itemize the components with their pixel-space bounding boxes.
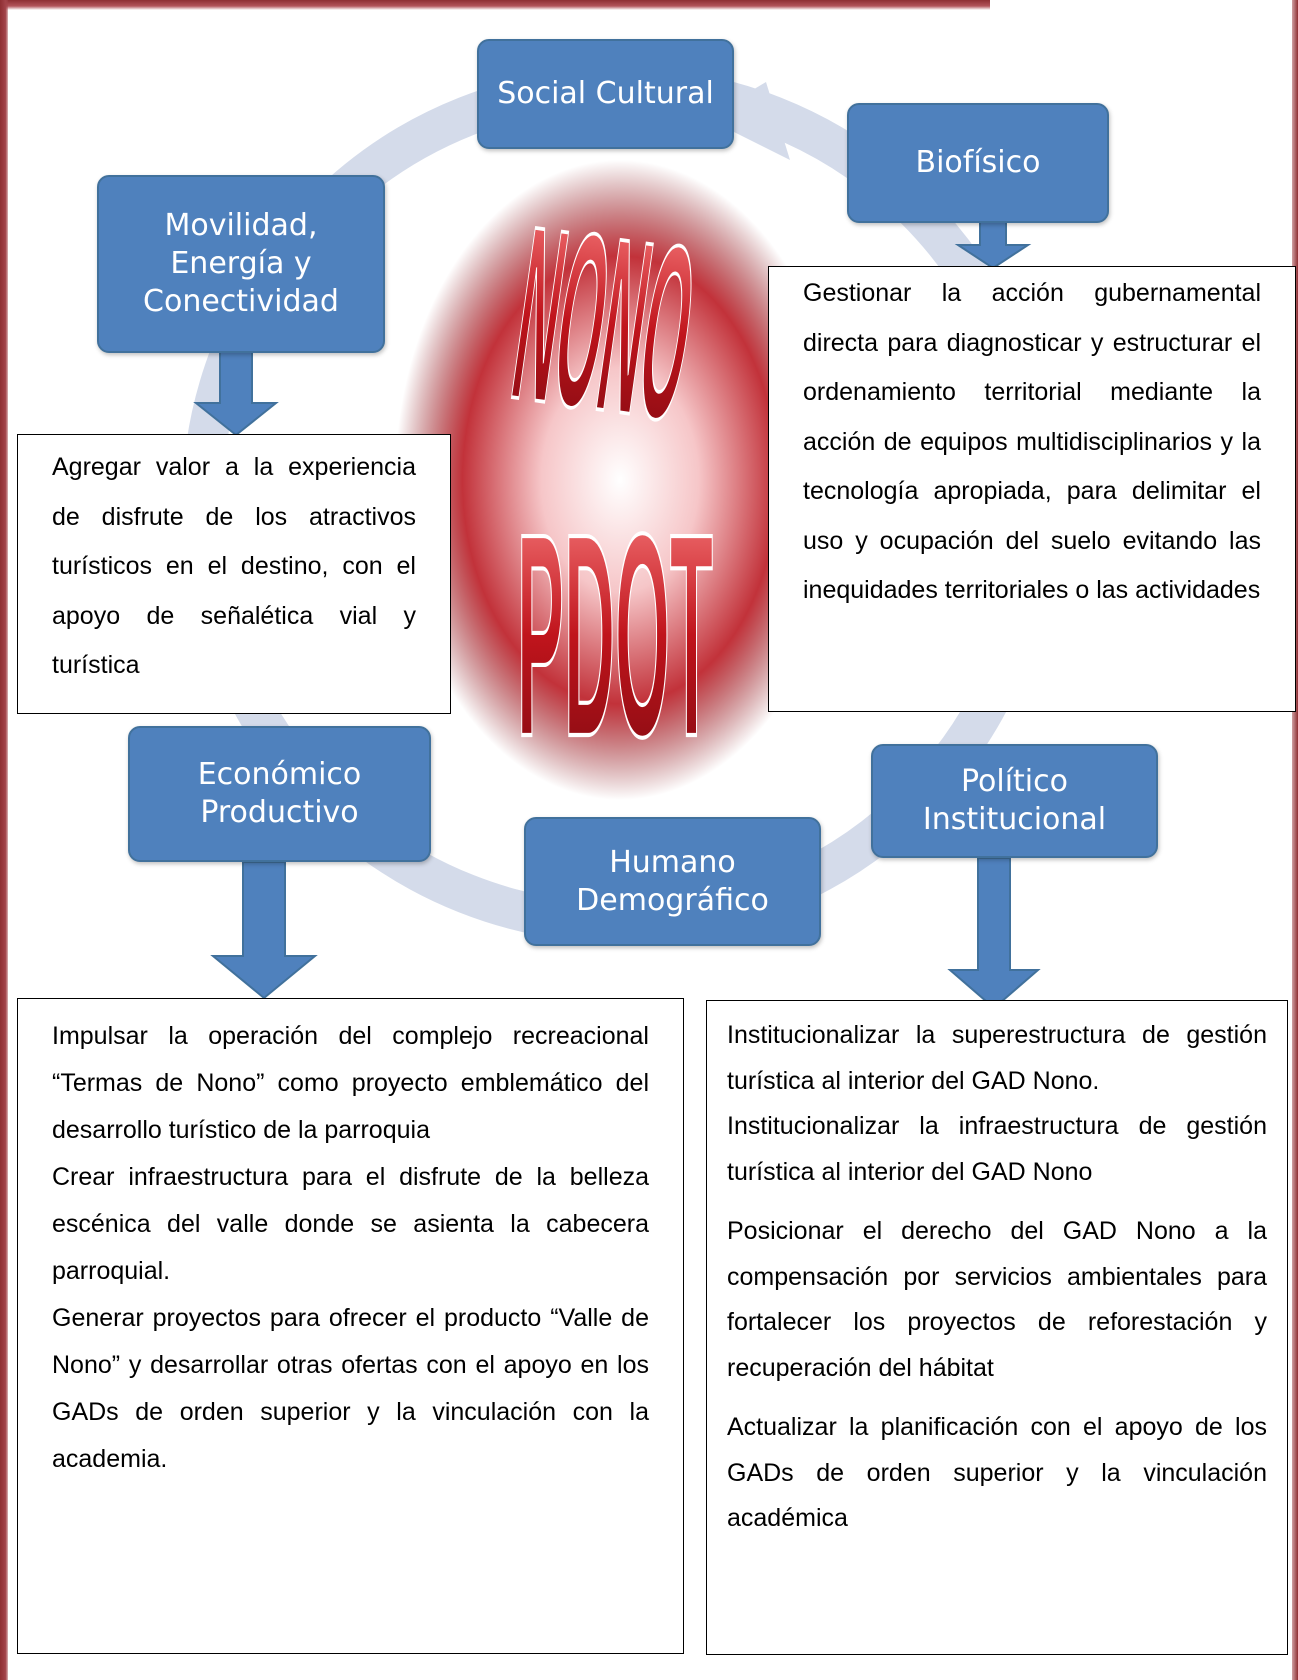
politico-item: Institucionalizar la infraestructura de … xyxy=(727,1112,1267,1186)
politico-item: Posicionar el derecho del GAD Nono a la … xyxy=(727,1217,1267,1382)
arrow-down-movilidad xyxy=(193,351,279,437)
arrow-down-politico xyxy=(947,857,1041,1010)
node-movilidad: Movilidad, Energía y Conectividad xyxy=(97,175,385,353)
logo-word-nono: NONO xyxy=(500,175,708,473)
logo-pdot-group: PDOT xyxy=(516,473,714,798)
economico-item: Impulsar la operación del complejo recre… xyxy=(52,1022,649,1144)
page-frame-top xyxy=(0,0,990,10)
box-economico: Impulsar la operación del complejo recre… xyxy=(17,998,684,1654)
economico-item: Generar proyectos para ofrecer el produc… xyxy=(52,1304,649,1473)
node-biofisico: Biofísico xyxy=(847,103,1109,223)
logo-nono-group: NONO xyxy=(499,175,709,475)
node-humano-label: Humano Demográfico xyxy=(576,844,769,918)
page-frame-right xyxy=(1292,0,1298,1680)
politico-item: Actualizar la planificación con el apoyo… xyxy=(727,1413,1267,1532)
box-movilidad: Agregar valor a la experiencia de disfru… xyxy=(17,434,451,714)
box-biofisico: Gestionar la acción gubernamental direct… xyxy=(768,266,1296,712)
arrow-down-biofisico xyxy=(954,221,1032,270)
node-humano: Humano Demográfico xyxy=(524,817,821,946)
box-politico: Institucionalizar la superestructura de … xyxy=(706,1000,1288,1655)
node-economico-label: Económico Productivo xyxy=(197,757,362,830)
node-politico-label: Político Institucional xyxy=(922,764,1107,837)
cycle-arrowhead xyxy=(706,82,790,160)
page-frame-left xyxy=(0,0,8,1680)
node-economico: Económico Productivo xyxy=(128,726,431,862)
nono-pdot-logo: NONO PDOT xyxy=(395,160,845,800)
paragraph-gap xyxy=(727,1195,1267,1209)
node-politico: Político Institucional xyxy=(871,744,1158,858)
box-movilidad-text: Agregar valor a la experiencia de disfru… xyxy=(52,453,416,679)
politico-item: Institucionalizar la superestructura de … xyxy=(727,1021,1267,1095)
economico-item: Crear infraestructura para el disfrute d… xyxy=(52,1163,649,1285)
node-movilidad-label: Movilidad, Energía y Conectividad xyxy=(143,208,339,319)
node-social-cultural-label: Social Cultural xyxy=(497,76,714,111)
logo-word-pdot: PDOT xyxy=(517,474,713,797)
node-biofisico-label: Biofísico xyxy=(915,145,1041,180)
arrow-down-economico xyxy=(210,861,318,1000)
logo-glow xyxy=(395,160,845,800)
paragraph-gap xyxy=(727,1391,1267,1405)
box-biofisico-text: Gestionar la acción gubernamental direct… xyxy=(803,279,1261,604)
node-social-cultural: Social Cultural xyxy=(477,39,734,149)
